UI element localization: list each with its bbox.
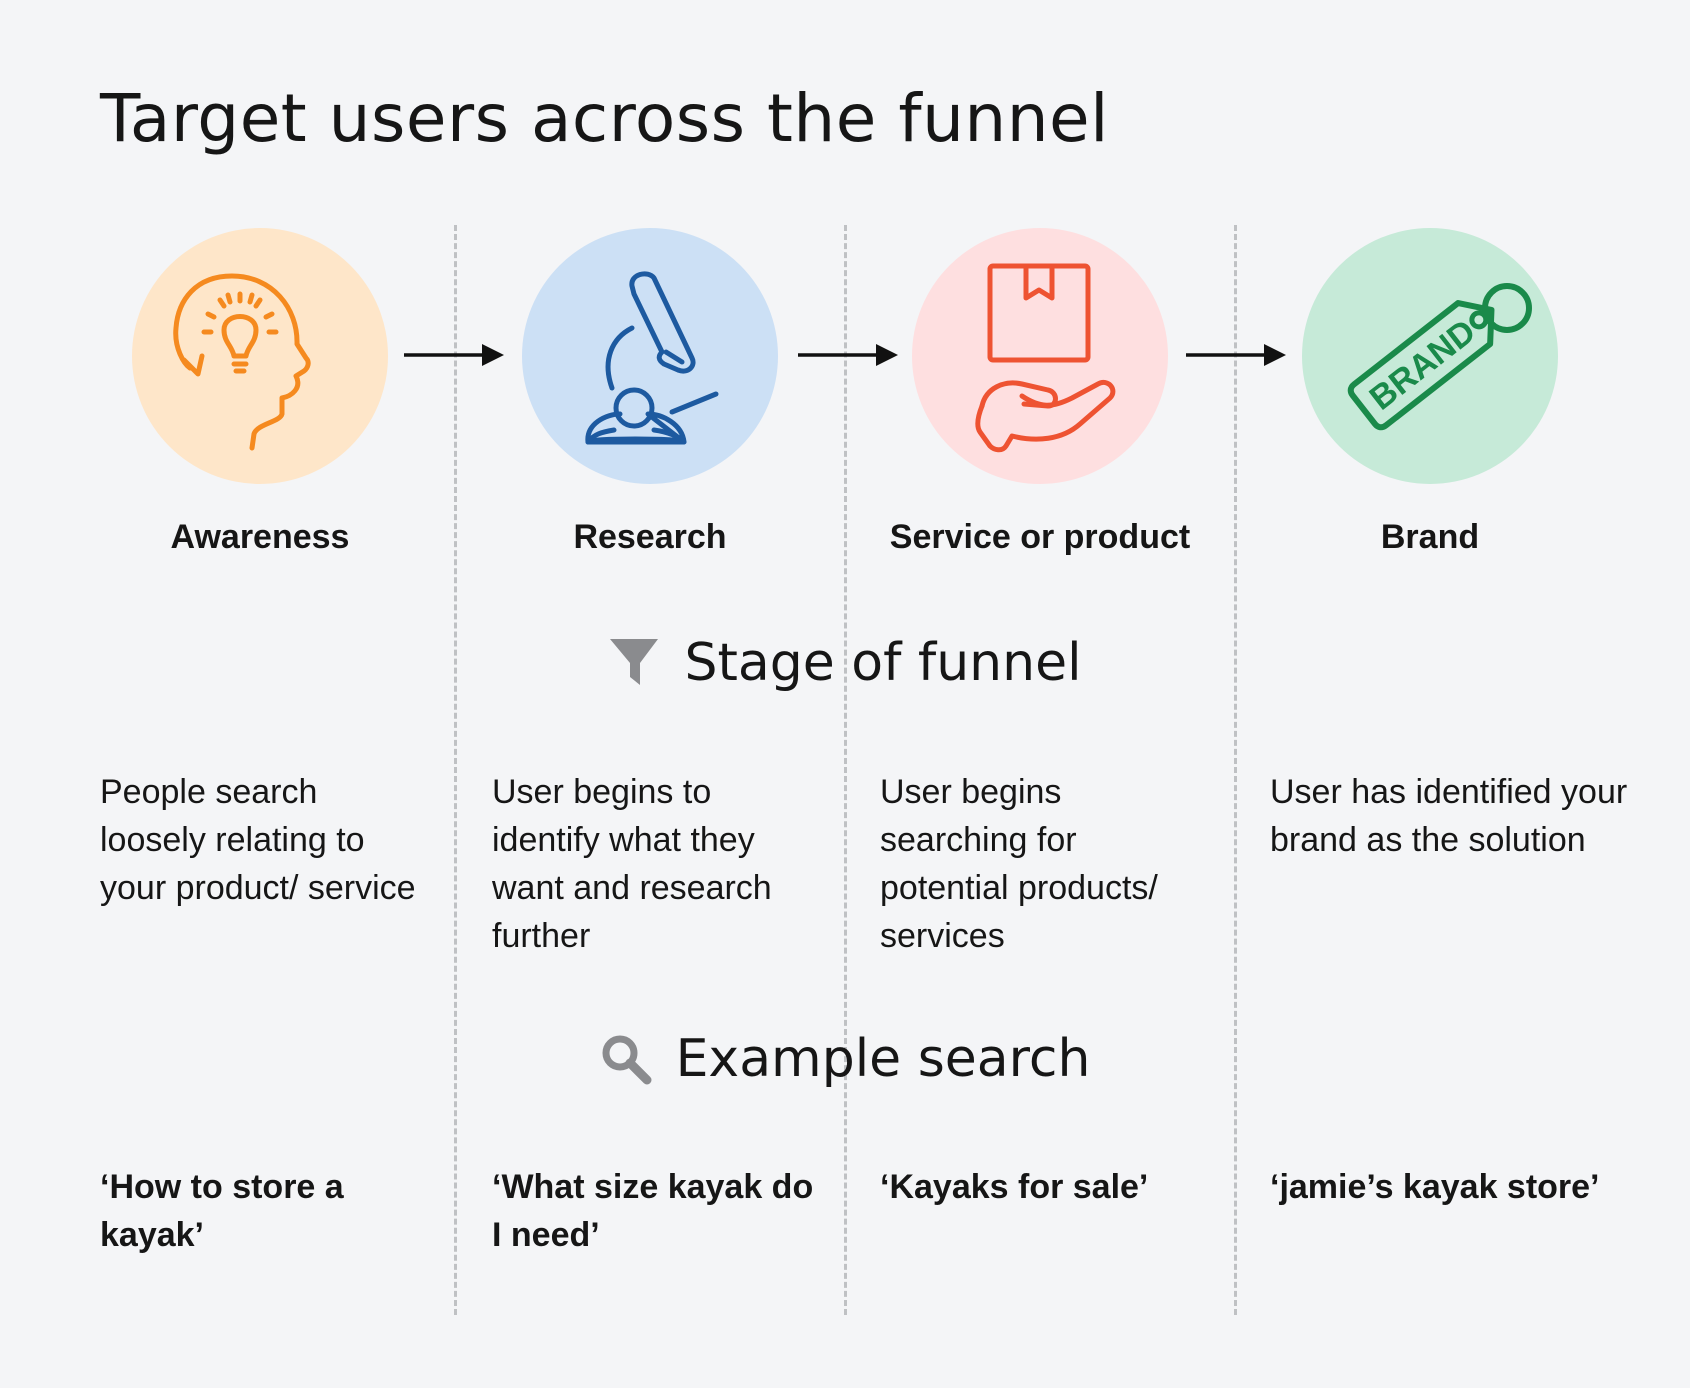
stage-name-service-or-product: Service or product — [889, 518, 1191, 556]
arrow-right-icon — [798, 344, 898, 366]
example-search-awareness: ‘How to store a kayak’ — [100, 1168, 344, 1254]
microscope-icon — [522, 228, 778, 484]
stage-description-service-or-product: User begins searching for potential prod… — [880, 773, 1158, 955]
stage-description-brand: User has identified your brand as the so… — [1270, 773, 1628, 859]
stage-of-funnel-label: Stage of funnel — [684, 633, 1082, 693]
brand-tag-icon: BRAND — [1302, 228, 1558, 484]
stage-name-brand: Brand — [1380, 518, 1480, 556]
arrow-right-icon — [1186, 344, 1286, 366]
column-divider — [454, 225, 457, 1315]
stage-name-awareness: Awareness — [170, 518, 350, 556]
example-search-label: Example search — [675, 1029, 1091, 1089]
awareness-circle — [132, 228, 388, 484]
service-circle — [912, 228, 1168, 484]
head-lightbulb-icon — [132, 228, 388, 484]
stage-description-awareness: People search loosely relating to your p… — [100, 773, 416, 907]
page-title: Target users across the funnel — [100, 80, 1109, 157]
example-search-service-or-product: ‘Kayaks for sale’ — [880, 1168, 1149, 1206]
search-icon — [602, 1035, 652, 1085]
example-search-research: ‘What size kayak do I need’ — [492, 1168, 814, 1254]
research-circle — [522, 228, 778, 484]
column-divider — [1234, 225, 1237, 1315]
stage-name-research: Research — [573, 518, 727, 556]
stage-description-research: User begins to identify what they want a… — [492, 773, 772, 955]
box-in-hand-icon — [912, 228, 1168, 484]
example-search-brand: ‘jamie’s kayak store’ — [1270, 1168, 1600, 1206]
brand-circle: BRAND — [1302, 228, 1558, 484]
arrow-right-icon — [404, 344, 504, 366]
column-divider — [844, 225, 847, 1315]
funnel-icon — [610, 639, 659, 685]
example-search-heading: Example search — [0, 1024, 1690, 1094]
stage-of-funnel-heading: Stage of funnel — [0, 628, 1690, 698]
